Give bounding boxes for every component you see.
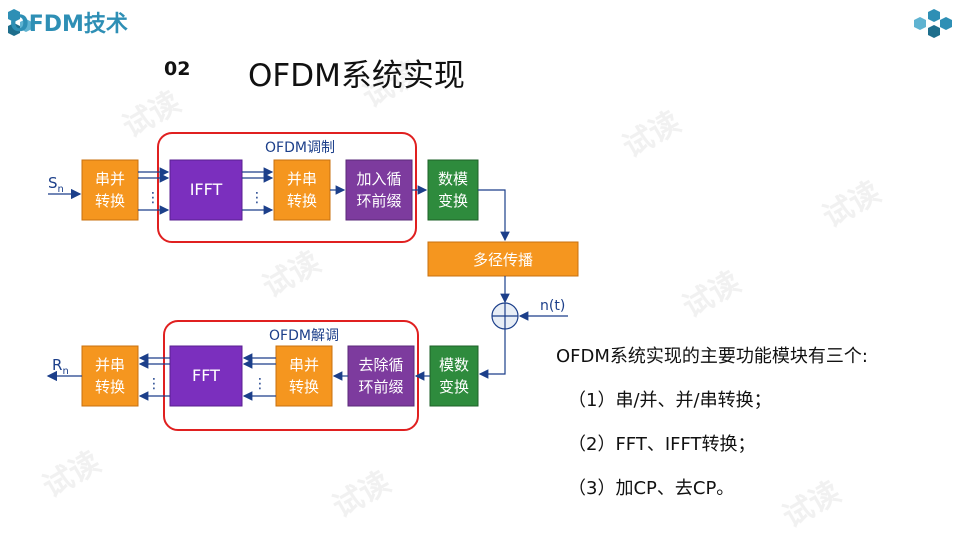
ad-line1: 模数 <box>439 356 469 374</box>
channel-label: 多径传播 <box>473 251 533 269</box>
ifft-label: IFFT <box>190 180 223 199</box>
rx-dots-1: ⋮ <box>253 376 267 392</box>
tx-dots-1: ⋮ <box>146 190 160 206</box>
tx-dots-2: ⋮ <box>250 190 264 206</box>
ad-block <box>429 345 479 407</box>
tx-serial-parallel-block <box>81 159 139 221</box>
multipath-channel-block <box>427 241 579 277</box>
add-cp-block <box>345 159 413 221</box>
rx-dots-2: ⋮ <box>147 376 161 392</box>
summary-lead: OFDM系统实现的主要功能模块有三个: <box>556 346 868 367</box>
rx-parallel-serial-block <box>81 345 139 407</box>
modulation-label: OFDM调制 <box>265 140 335 156</box>
add-cp-line2: 环前缀 <box>356 192 401 210</box>
tx-sp-line1: 串并 <box>95 170 125 188</box>
tx-parallel-serial-block <box>273 159 331 221</box>
modulation-frame <box>157 132 417 243</box>
fft-label: FFT <box>192 366 220 385</box>
summary-item-1: （1）串/并、并/串转换； <box>568 390 772 411</box>
rx-sp-line1: 串并 <box>289 356 319 374</box>
noise-label: n(t) <box>540 298 565 314</box>
ifft-block <box>169 159 243 221</box>
header-title: OFDM技术 <box>10 12 128 37</box>
page-title: OFDM系统实现 <box>248 58 465 94</box>
tx-sp-line2: 转换 <box>95 192 125 210</box>
da-block <box>427 159 479 221</box>
tx-ps-line1: 并串 <box>287 170 317 188</box>
da-line1: 数模 <box>438 170 468 188</box>
remove-cp-line1: 去除循 <box>358 356 403 374</box>
add-cp-line1: 加入循 <box>356 170 401 188</box>
summary-item-2: （2）FFT、IFFT转换； <box>568 434 756 455</box>
rx-ps-line1: 并串 <box>95 356 125 374</box>
hexagon-logo-icon <box>8 9 32 36</box>
rx-ps-line2: 转换 <box>95 378 125 396</box>
summary-item-3: （3）加CP、去CP。 <box>568 478 735 499</box>
rx-serial-parallel-block <box>275 345 333 407</box>
demodulation-label: OFDM解调 <box>269 328 339 344</box>
rx-sp-line2: 转换 <box>289 378 319 396</box>
hexagon-decoration-icon <box>914 9 952 38</box>
da-line2: 变换 <box>438 192 468 210</box>
ad-line2: 变换 <box>439 378 469 396</box>
remove-cp-line2: 环前缀 <box>358 378 403 396</box>
section-number: 02 <box>164 58 191 80</box>
fft-block <box>169 345 243 407</box>
tx-ps-line2: 转换 <box>287 192 317 210</box>
remove-cp-block <box>347 345 415 407</box>
output-symbol: Rn <box>52 356 69 377</box>
summary-panel: OFDM系统实现的主要功能模块有三个: （1）串/并、并/串转换； （2）FFT… <box>556 342 956 518</box>
input-symbol: Sn <box>48 174 64 195</box>
